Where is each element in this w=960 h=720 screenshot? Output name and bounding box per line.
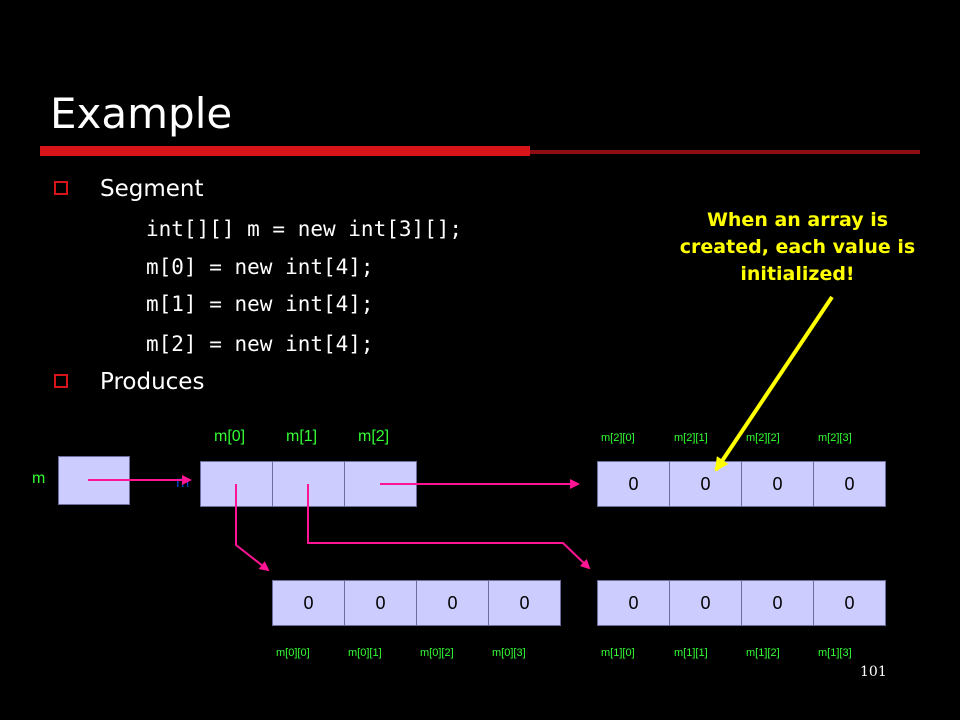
row2-cell: 0	[669, 461, 742, 507]
bullet-produces: Produces	[100, 369, 205, 395]
row1-index-label: m[1][1]	[674, 647, 708, 659]
row2-index-label: m[2][0]	[601, 432, 635, 444]
code-line: m[2] = new int[4];	[146, 332, 374, 356]
row0-cell: 0	[416, 580, 489, 626]
bullet-square-icon	[54, 181, 68, 195]
initialization-note: When an array is created, each value is …	[679, 209, 916, 285]
row1-index-label: m[1][2]	[746, 647, 780, 659]
row1-cell: 0	[741, 580, 814, 626]
row2-index-label: m[2][2]	[746, 432, 780, 444]
page-number: 101	[860, 664, 887, 680]
code-line: m[1] = new int[4];	[146, 292, 374, 316]
note-arrow	[714, 295, 834, 472]
outer-index-label: m[1]	[286, 428, 318, 445]
var-label: m	[32, 470, 46, 487]
row2-index-label: m[2][1]	[674, 432, 708, 444]
code-line: int[][] m = new int[3][];	[146, 217, 463, 241]
row0-index-label: m[0][1]	[348, 647, 382, 659]
code-line: m[0] = new int[4];	[146, 255, 374, 279]
row0-cell: 0	[344, 580, 417, 626]
row2-cell: 0	[741, 461, 814, 507]
row1-cell: 0	[669, 580, 742, 626]
slide-title: Example	[50, 89, 233, 138]
row1-cell: 0	[597, 580, 670, 626]
title-underline	[40, 146, 530, 156]
outer-index-label: m[0]	[214, 428, 246, 445]
row1-index-label: m[1][3]	[818, 647, 852, 659]
bullet-segment: Segment	[100, 176, 204, 202]
m1-arrow	[307, 484, 591, 570]
bullet-square-icon	[54, 374, 68, 388]
row0-cell: 0	[488, 580, 561, 626]
row0-index-label: m[0][3]	[492, 647, 526, 659]
row2-cell: 0	[813, 461, 886, 507]
title-underline-thin	[530, 150, 920, 154]
row2-cell: 0	[597, 461, 670, 507]
row0-index-label: m[0][0]	[276, 647, 310, 659]
row1-cell: 0	[813, 580, 886, 626]
outer-index-label: m[2]	[358, 428, 390, 445]
row1-index-label: m[1][0]	[601, 647, 635, 659]
m0-arrow	[235, 484, 270, 572]
row0-index-label: m[0][2]	[420, 647, 454, 659]
row0-cell: 0	[272, 580, 345, 626]
row2-index-label: m[2][3]	[818, 432, 852, 444]
